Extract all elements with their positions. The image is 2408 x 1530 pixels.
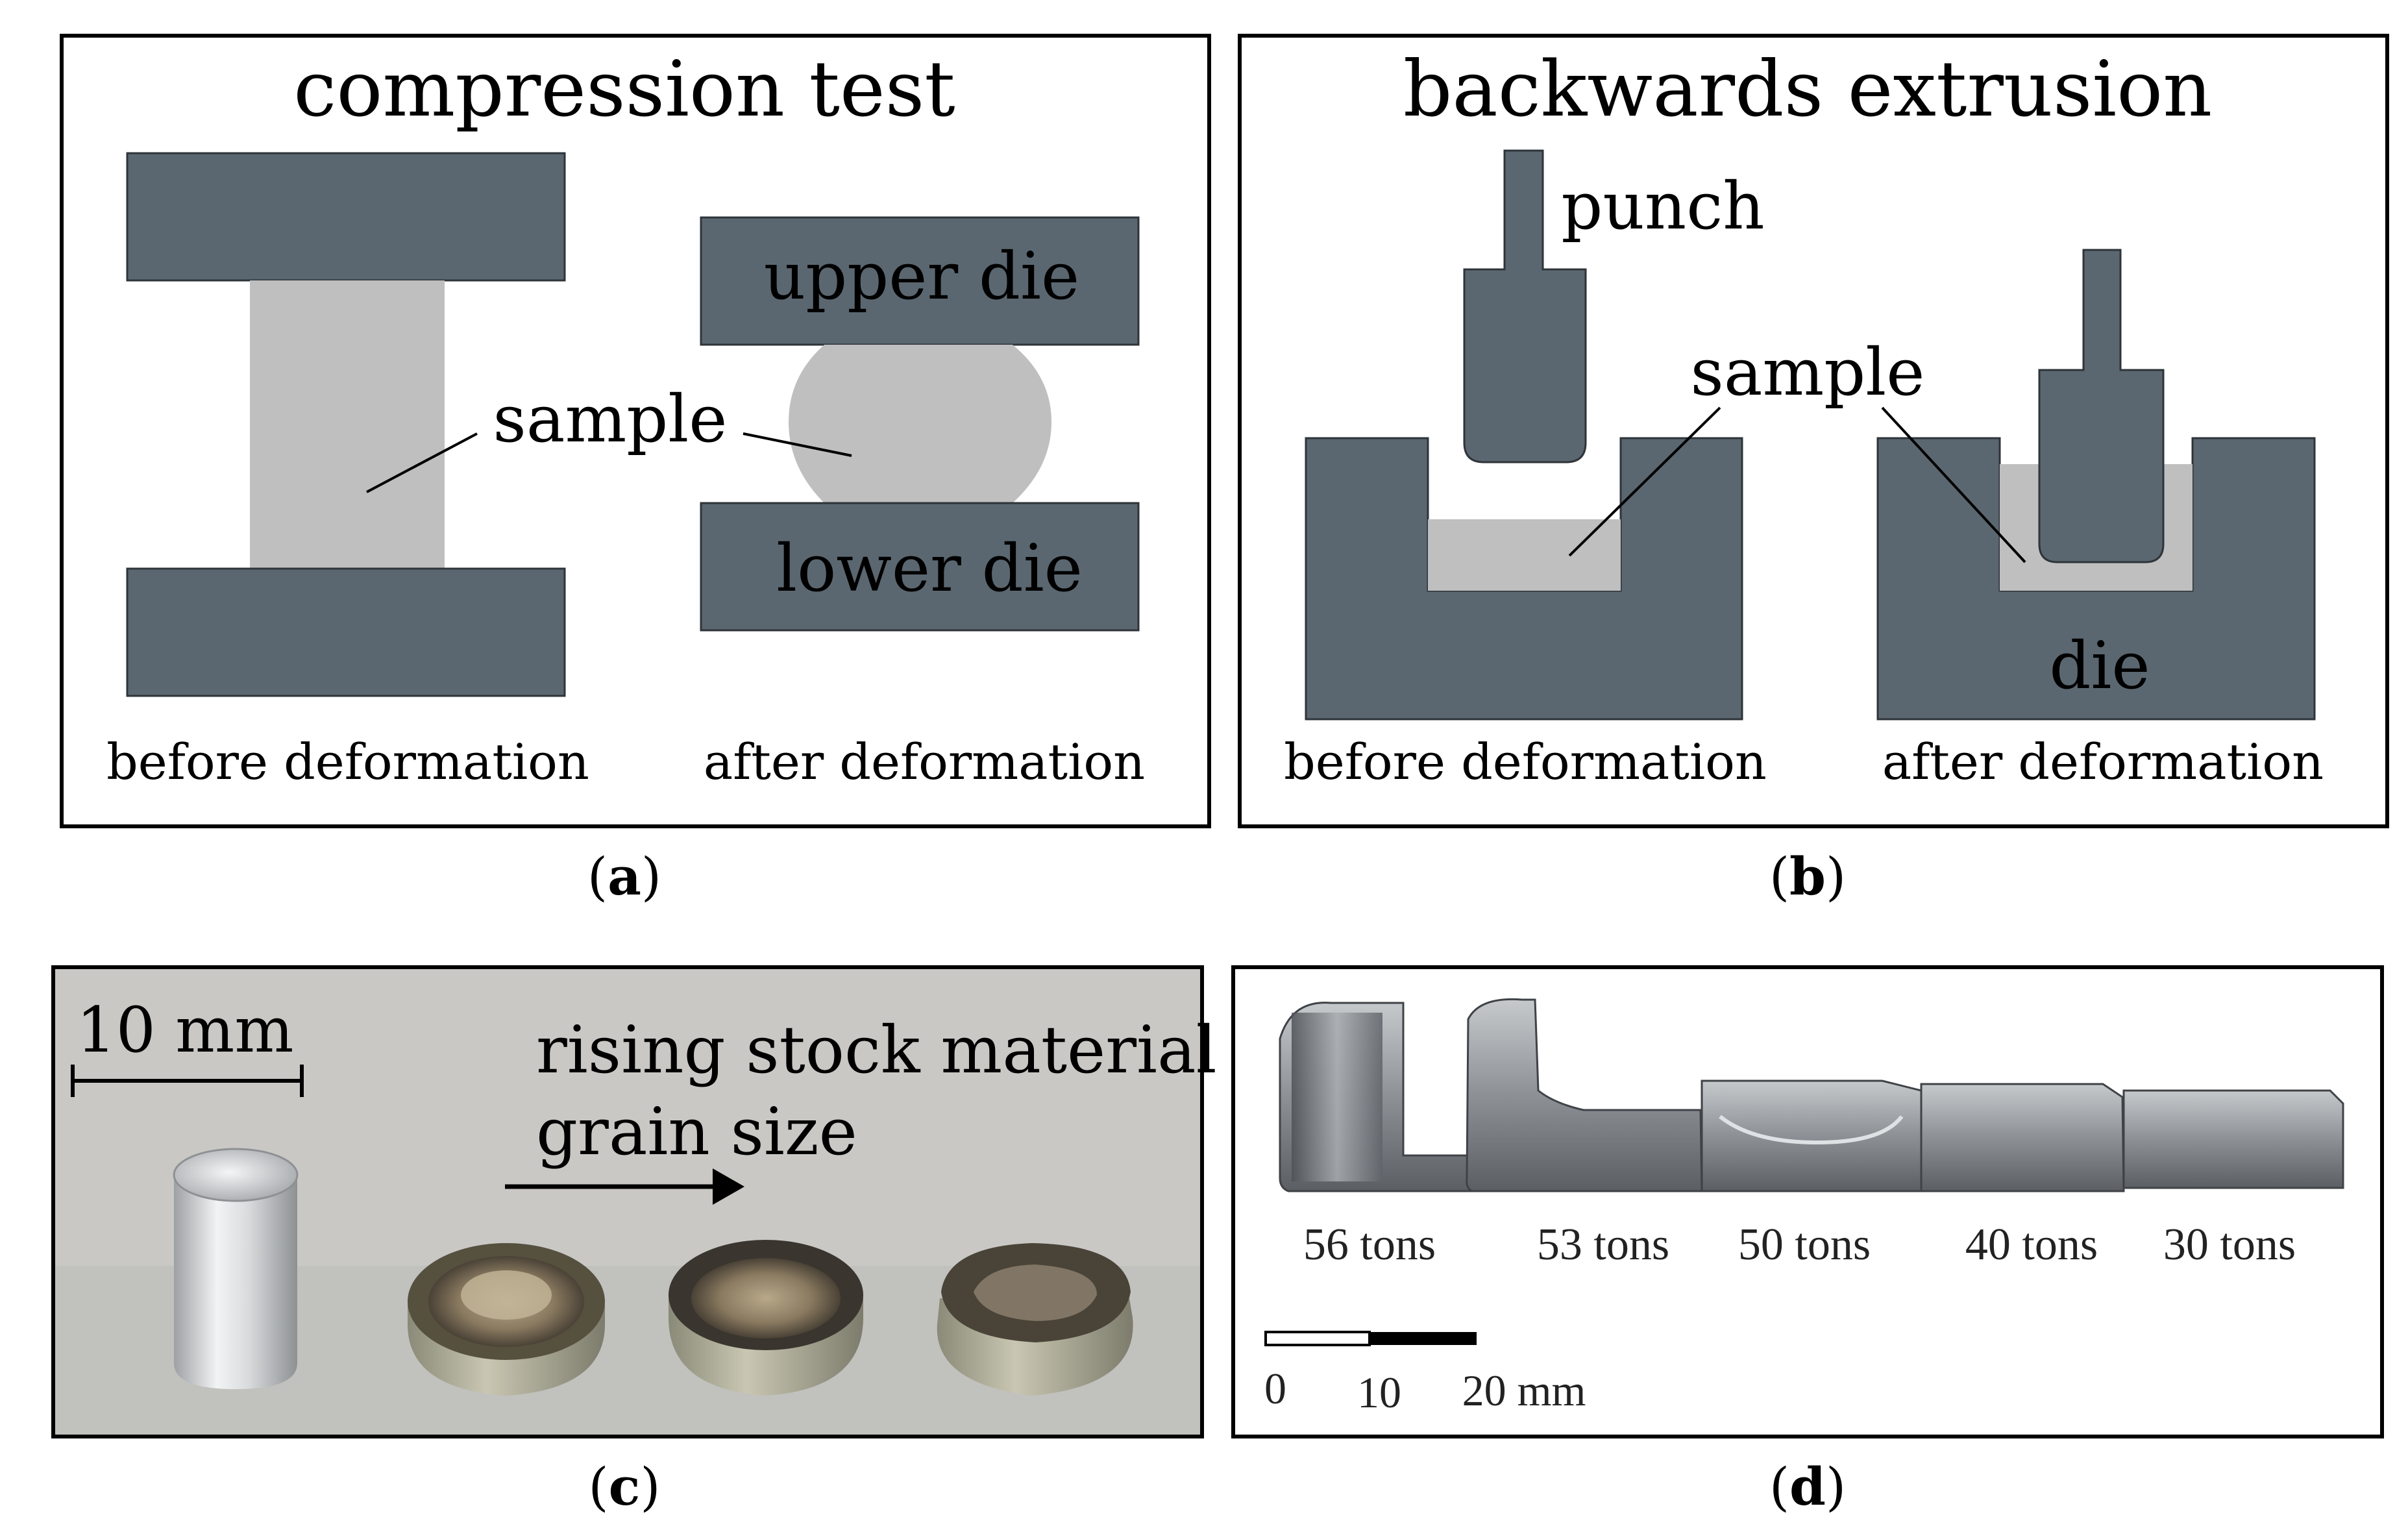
die-before — [1305, 437, 1743, 721]
part-40-tons — [1920, 1083, 2125, 1192]
scale-tick-10: 10 — [1357, 1368, 1401, 1417]
panel-a-title: compression test — [293, 44, 955, 134]
scale-tick-20: 20 mm — [1462, 1366, 1586, 1415]
lower-die-label: lower die — [776, 530, 1083, 606]
tonnage-label-53: 53 tons — [1537, 1220, 1669, 1270]
upper-die-after — [700, 216, 1140, 346]
tonnage-label-30: 30 tons — [2163, 1220, 2296, 1270]
compressed-sample-1 — [408, 1243, 605, 1396]
caption-a-letter: a — [608, 846, 641, 907]
sample-before-b — [1428, 519, 1621, 591]
caption-c-letter: c — [609, 1456, 641, 1517]
panel-d-frame — [1231, 965, 2384, 1438]
sample-leader-after — [743, 432, 852, 457]
before-label-a: before deformation — [106, 733, 589, 791]
sample-before — [250, 280, 445, 569]
scale-label-c: 10 mm — [77, 994, 294, 1067]
undeformed-cylinder — [173, 1148, 299, 1389]
sample-after — [789, 345, 1051, 503]
part-30-tons — [2122, 1089, 2344, 1189]
part-50-tons — [1701, 1080, 1923, 1192]
upper-die-label: upper die — [764, 238, 1079, 314]
sample-leader-before — [366, 432, 478, 493]
panel-b: backwards extrusion punch sample die bef… — [1238, 34, 2389, 828]
tonnage-label-56: 56 tons — [1303, 1220, 1436, 1270]
caption-d-letter: d — [1789, 1456, 1826, 1517]
after-label-b: after deformation — [1882, 733, 2324, 791]
panel-d: 56 tons 53 tons 50 tons 40 tons 30 tons … — [1231, 965, 2384, 1438]
caption-b-letter: b — [1789, 846, 1826, 907]
caption-a: (a) — [587, 846, 661, 907]
arrow-label-line1: rising stock material — [536, 1012, 1217, 1088]
caption-b: (b) — [1769, 846, 1846, 907]
part-53-tons — [1466, 998, 1703, 1192]
panel-a: compression test upper die lower die sam… — [60, 34, 1211, 828]
sample-leader-b-before — [1568, 406, 1721, 557]
extruded-parts — [1279, 998, 2344, 1192]
tonnage-label-40: 40 tons — [1965, 1220, 2098, 1270]
panel-b-title: backwards extrusion — [1403, 44, 2212, 134]
scale-bar-d-white — [1264, 1331, 1371, 1346]
tonnage-label-50: 50 tons — [1738, 1220, 1871, 1270]
sample-label-b: sample — [1691, 334, 1925, 410]
arrow-label-line2: grain size — [536, 1094, 857, 1170]
punch-label: punch — [1561, 168, 1764, 244]
after-label-a: after deformation — [704, 733, 1145, 791]
caption-c: (c) — [588, 1456, 660, 1517]
lower-die-before — [126, 567, 566, 697]
die-label: die — [2049, 628, 2150, 704]
upper-die-before — [126, 152, 566, 282]
sample-leader-b-after — [1881, 406, 2026, 563]
before-label-b: before deformation — [1284, 733, 1767, 791]
compressed-sample-2 — [669, 1240, 863, 1396]
scale-tick-0: 0 — [1264, 1364, 1286, 1413]
punch-after — [2038, 249, 2165, 563]
panel-c: 10 mm rising stock material grain size — [51, 965, 1217, 1438]
caption-d: (d) — [1769, 1456, 1846, 1517]
scale-bar-d-black — [1370, 1332, 1477, 1345]
lower-die-after — [700, 502, 1140, 632]
punch-before — [1463, 149, 1587, 463]
compressed-sample-3 — [937, 1243, 1133, 1396]
sample-label-a: sample — [493, 381, 728, 457]
